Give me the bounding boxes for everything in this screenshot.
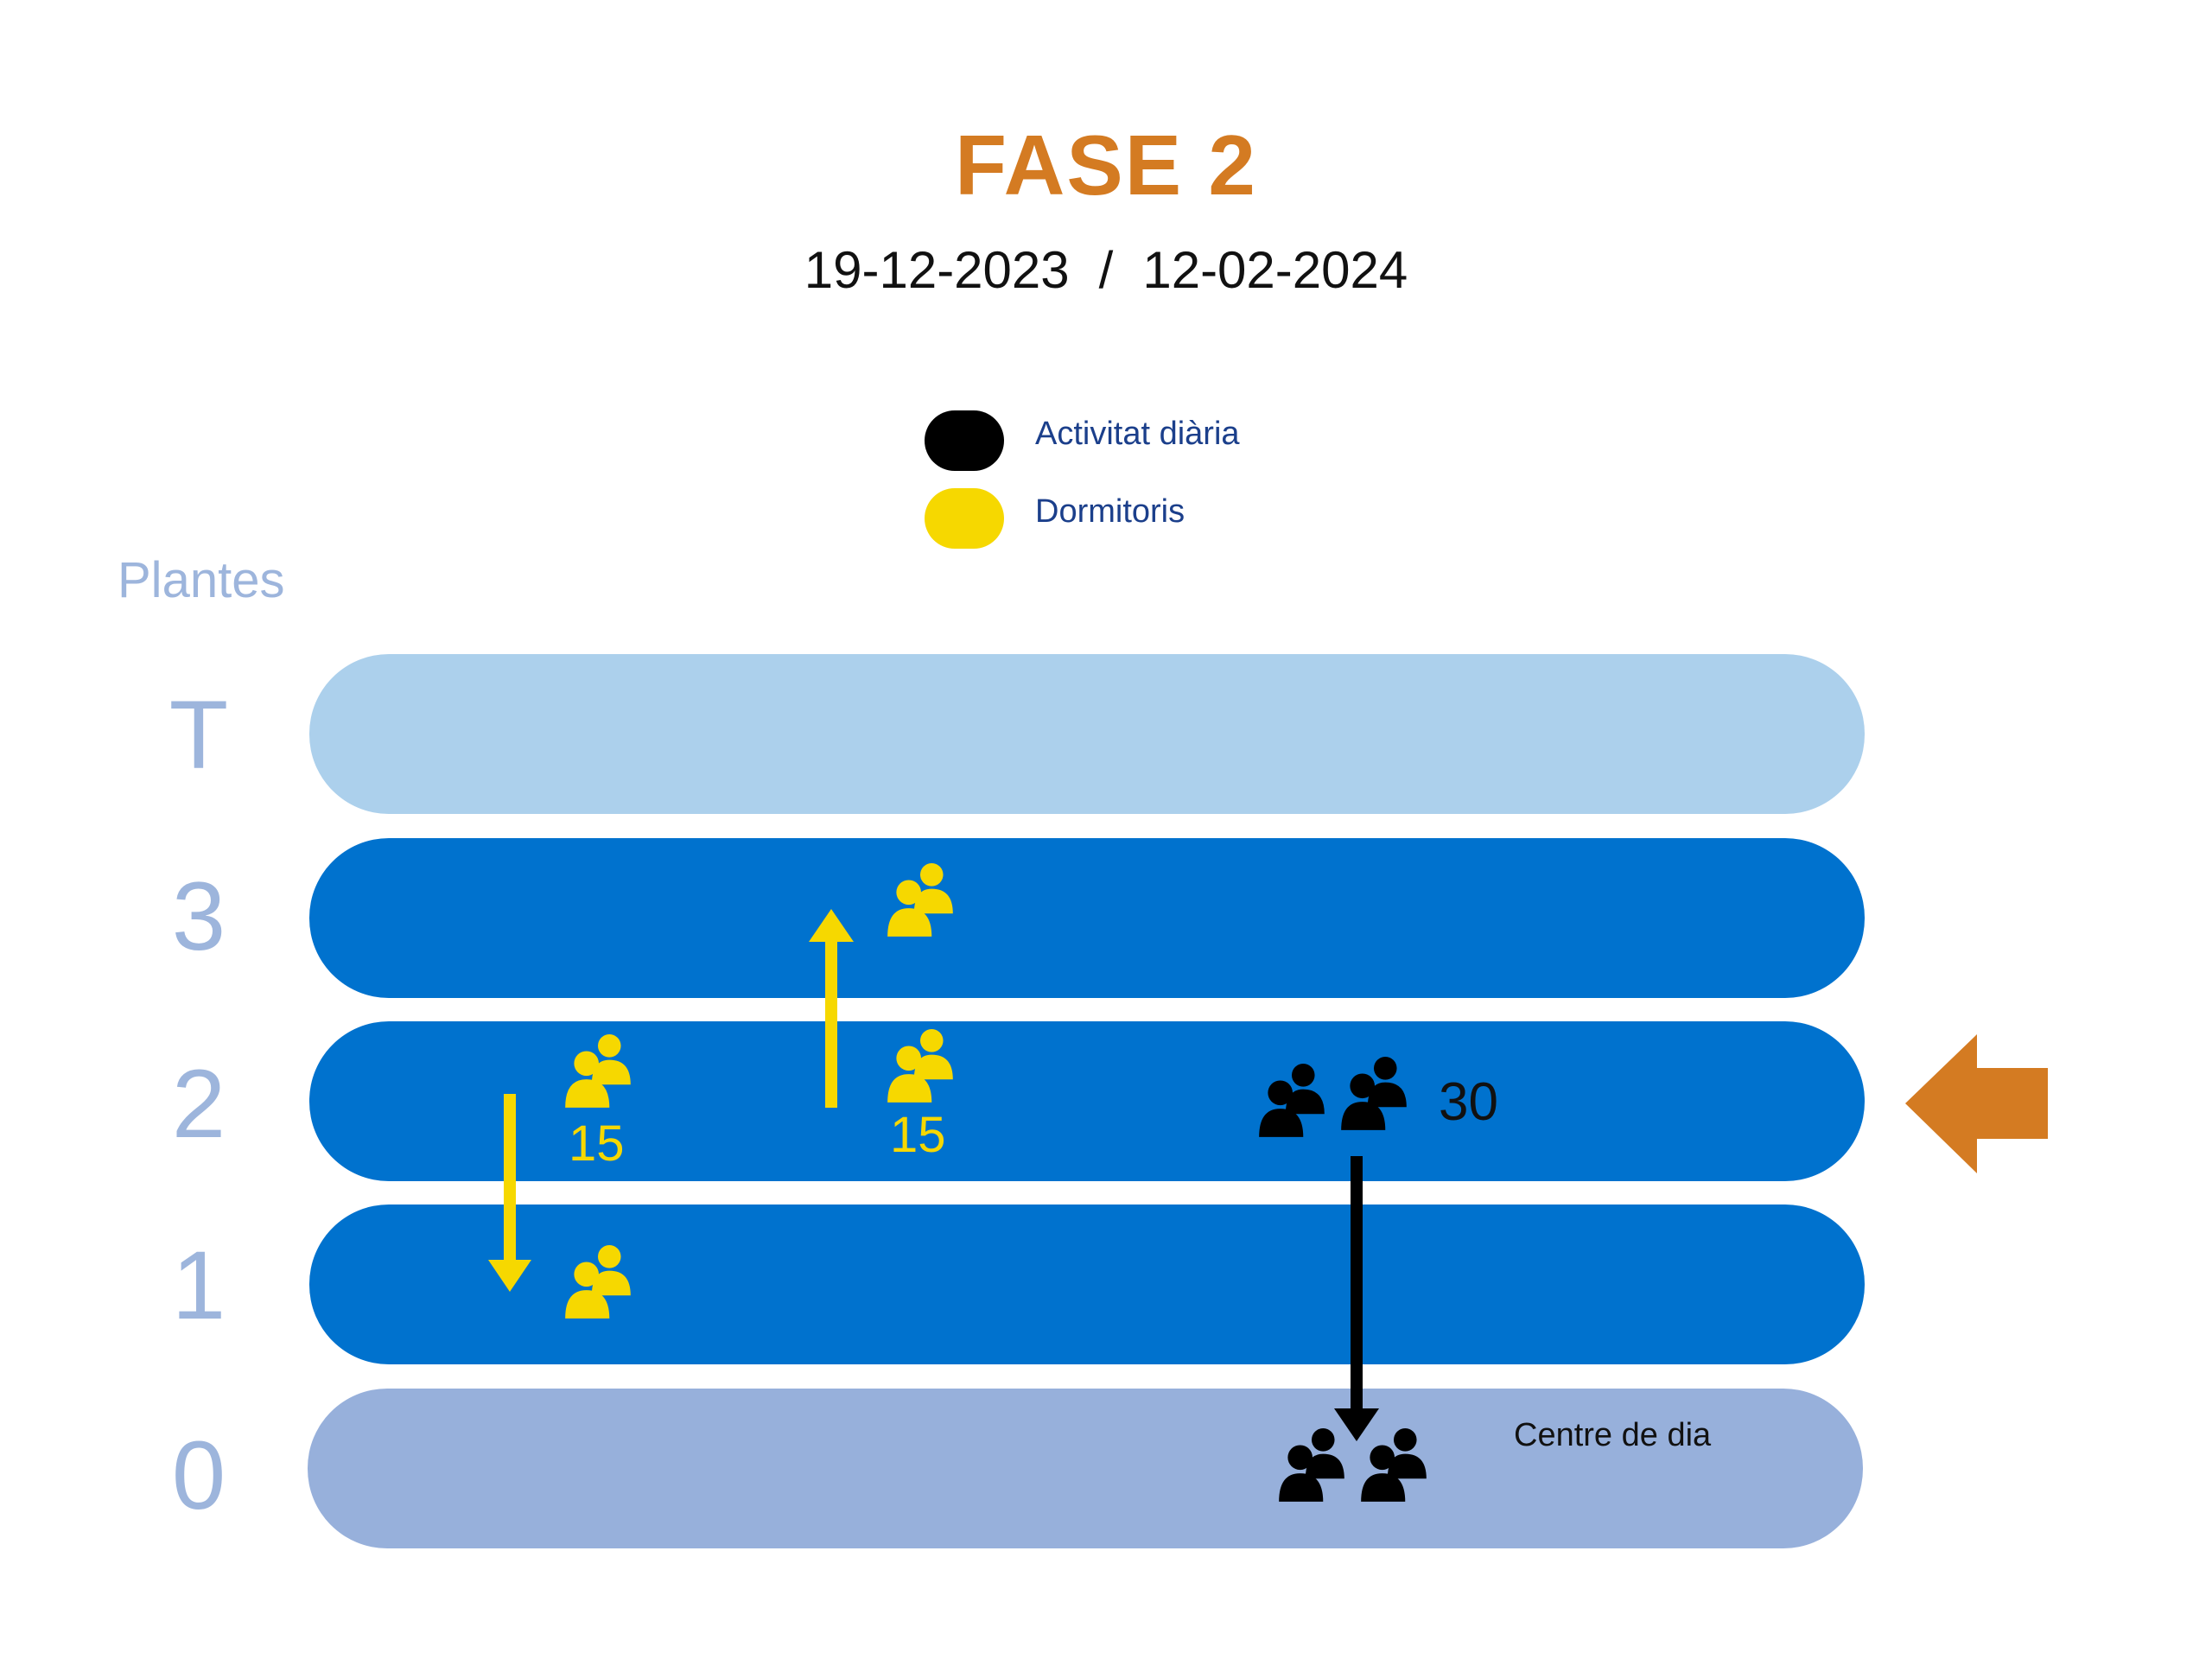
floor-band-0 <box>308 1389 1863 1548</box>
people-group-icon <box>886 1028 957 1108</box>
people-group-icon <box>1359 1427 1430 1507</box>
current-floor-arrow-icon <box>1905 1034 2048 1173</box>
people-group-icon <box>1339 1056 1410 1135</box>
legend-swatch-bedrooms <box>925 488 1004 549</box>
floor-label-3: 3 <box>171 862 226 970</box>
arrow-down-yellow <box>488 1094 531 1292</box>
dorm-count-up: 15 <box>890 1107 946 1163</box>
dorm-count-down: 15 <box>569 1116 625 1172</box>
people-group-icon <box>886 862 957 942</box>
floor-label-T: T <box>168 681 229 789</box>
floor-band-1 <box>309 1205 1865 1364</box>
date-range: 19-12-2023 / 12-02-2024 <box>0 240 2212 300</box>
people-group-icon <box>1257 1063 1328 1142</box>
floor-band-3 <box>309 838 1865 998</box>
people-group-icon <box>563 1244 634 1324</box>
arrow-down-black <box>1334 1156 1379 1441</box>
activity-count: 30 <box>1439 1072 1498 1132</box>
floors-heading: Plantes <box>118 552 285 608</box>
page-title: FASE 2 <box>955 118 1257 213</box>
floor-label-2: 2 <box>171 1050 226 1158</box>
day-center-label: Centre de dia <box>1514 1417 1712 1453</box>
end-date: 12-02-2024 <box>1142 241 1408 299</box>
legend-label-activity: Activitat diària <box>1035 416 1240 452</box>
floor-label-1: 1 <box>171 1231 226 1339</box>
people-group-icon <box>563 1033 634 1113</box>
date-separator: / <box>1098 241 1114 299</box>
legend-swatch-activity <box>925 410 1004 471</box>
arrow-up-yellow <box>809 909 854 1108</box>
floor-label-0: 0 <box>171 1421 226 1529</box>
floor-band-T <box>309 654 1865 814</box>
start-date: 19-12-2023 <box>804 241 1070 299</box>
people-group-icon <box>1277 1427 1348 1507</box>
legend-label-bedrooms: Dormitoris <box>1035 493 1185 530</box>
